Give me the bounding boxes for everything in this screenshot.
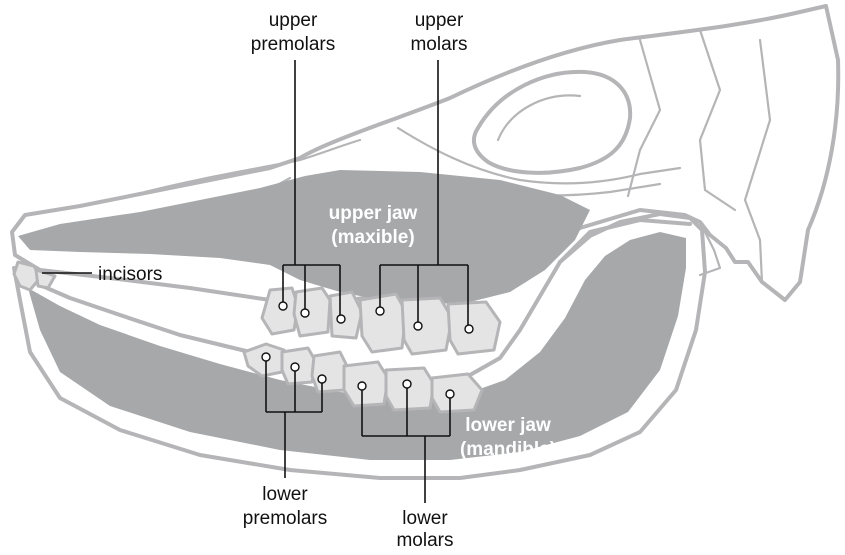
upper-premolar-marker-2 <box>301 309 309 317</box>
upper-molars-label: upper molars <box>410 10 467 55</box>
lower-jaw-label-line2: (mandible) <box>460 439 556 460</box>
lower-molar-marker-3 <box>446 390 454 398</box>
upper-premolar-marker-3 <box>337 315 345 323</box>
orbit-inner <box>498 95 580 140</box>
orbit-outline <box>474 72 630 173</box>
lower-molars-label-line2: molars <box>396 530 453 550</box>
lower-premolar-marker-2 <box>291 363 299 371</box>
upper-molar-marker-3 <box>465 325 473 333</box>
upper-molars-label-line2: molars <box>410 34 467 55</box>
lower-premolars-label-line2: premolars <box>243 508 327 529</box>
lower-premolars-label-line1: lower <box>262 484 308 505</box>
upper-premolar-marker-1 <box>279 302 287 310</box>
lower-premolar-marker-3 <box>318 375 326 383</box>
lower-premolars-label: lower premolars <box>243 484 327 529</box>
lower-molars-label-line1: lower <box>402 508 448 529</box>
upper-molar-marker-1 <box>376 307 384 315</box>
incisors-label: incisors <box>98 264 162 285</box>
occipital-line <box>745 40 770 282</box>
lower-premolar-marker-1 <box>262 353 270 361</box>
upper-molar-1 <box>360 294 406 352</box>
upper-molar-3 <box>448 302 500 354</box>
lower-molar-3 <box>432 374 482 412</box>
upper-premolar-2 <box>294 288 330 336</box>
lower-jaw-label-line1: lower jaw <box>465 415 551 436</box>
upper-molar-marker-2 <box>414 322 422 330</box>
upper-jaw-label-line2: (maxible) <box>331 227 414 248</box>
incisors-region <box>14 262 55 290</box>
upper-premolars-label-line1: upper <box>269 10 318 31</box>
lower-molar-2 <box>386 368 434 410</box>
upper-premolars-label: upper premolars <box>251 10 335 55</box>
skull-back-line-2 <box>700 30 735 210</box>
lower-molar-marker-2 <box>403 380 411 388</box>
upper-molar-2 <box>402 298 452 354</box>
upper-premolar-1 <box>262 288 298 334</box>
upper-jaw-label-line1: upper jaw <box>329 203 418 224</box>
lower-molars-label: lower molars <box>396 508 453 550</box>
upper-premolars-label-line2: premolars <box>251 34 335 55</box>
lower-molar-marker-1 <box>358 382 366 390</box>
upper-molars-label-line1: upper <box>415 10 464 31</box>
